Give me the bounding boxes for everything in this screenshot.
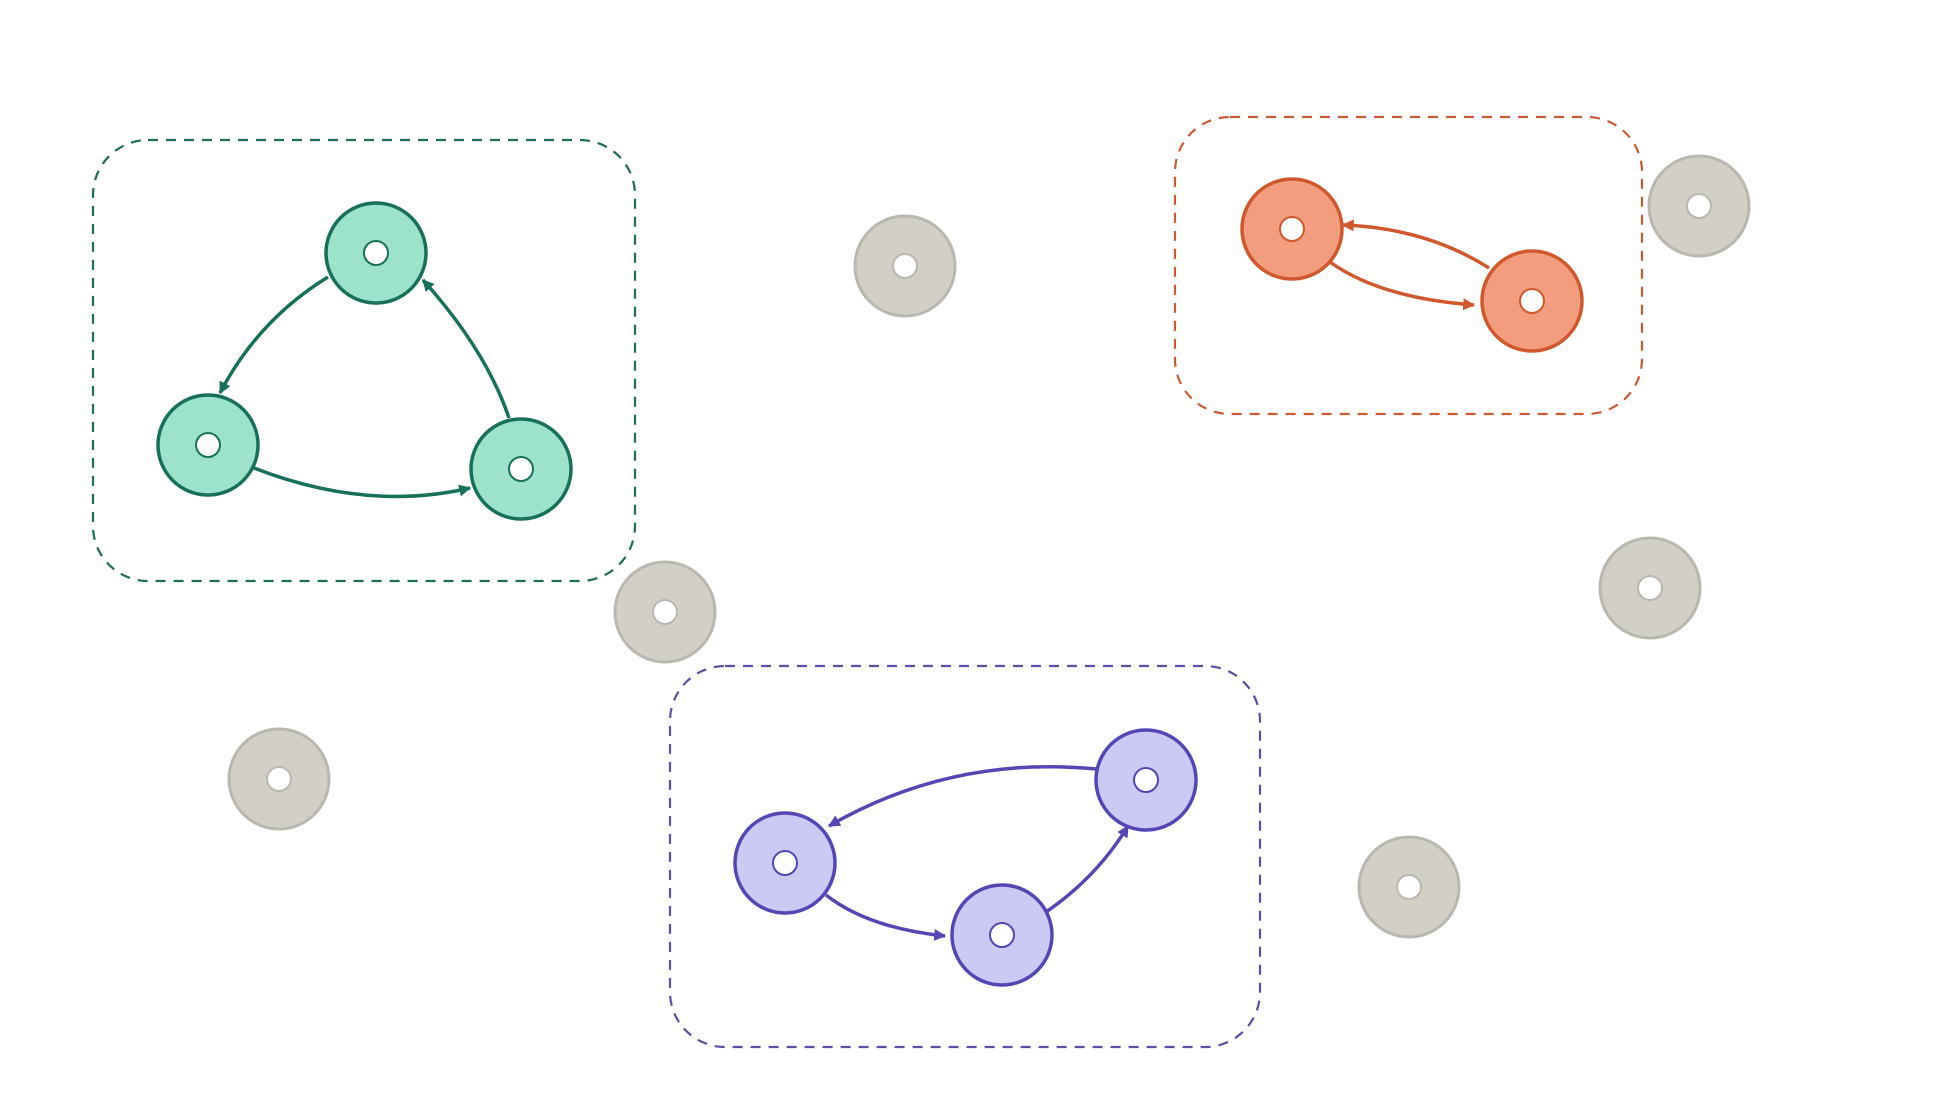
edge-green-c-to-a xyxy=(421,278,511,419)
node-purple-b xyxy=(950,883,1054,987)
edge-purple-a-to-b xyxy=(824,893,947,941)
node-center-dot xyxy=(1519,288,1545,314)
isolated-node-3 xyxy=(613,560,717,664)
edge-orange-b-to-a xyxy=(1341,219,1490,270)
isolated-node-5 xyxy=(227,727,331,831)
node-green-b xyxy=(156,393,260,497)
edge-green-a-to-b xyxy=(218,275,329,395)
isolated-node-4 xyxy=(1598,536,1702,640)
node-center-dot xyxy=(363,240,389,266)
edge-purple-c-to-a xyxy=(827,764,1097,828)
node-center-dot xyxy=(195,432,221,458)
edge-green-b-to-c xyxy=(253,466,472,499)
node-center-dot xyxy=(892,253,918,279)
cluster-box-green xyxy=(91,138,637,583)
node-center-dot xyxy=(772,850,798,876)
node-center-dot xyxy=(989,922,1015,948)
node-center-dot xyxy=(1637,575,1663,601)
edge-orange-a-to-b xyxy=(1328,260,1476,311)
node-center-dot xyxy=(1133,767,1159,793)
node-center-dot xyxy=(266,766,292,792)
cluster-box-purple xyxy=(668,664,1262,1049)
cluster-box-orange xyxy=(1173,115,1644,416)
node-center-dot xyxy=(1279,216,1305,242)
node-orange-b xyxy=(1480,249,1584,353)
node-purple-c xyxy=(1094,728,1198,832)
isolated-node-2 xyxy=(1647,154,1751,258)
node-orange-a xyxy=(1240,177,1344,281)
node-green-c xyxy=(469,417,573,521)
node-center-dot xyxy=(652,599,678,625)
node-center-dot xyxy=(1686,193,1712,219)
node-purple-a xyxy=(733,811,837,915)
edge-purple-b-to-c xyxy=(1045,824,1130,914)
node-center-dot xyxy=(508,456,534,482)
isolated-node-1 xyxy=(853,214,957,318)
isolated-node-6 xyxy=(1357,835,1461,939)
node-green-a xyxy=(324,201,428,305)
node-center-dot xyxy=(1396,874,1422,900)
